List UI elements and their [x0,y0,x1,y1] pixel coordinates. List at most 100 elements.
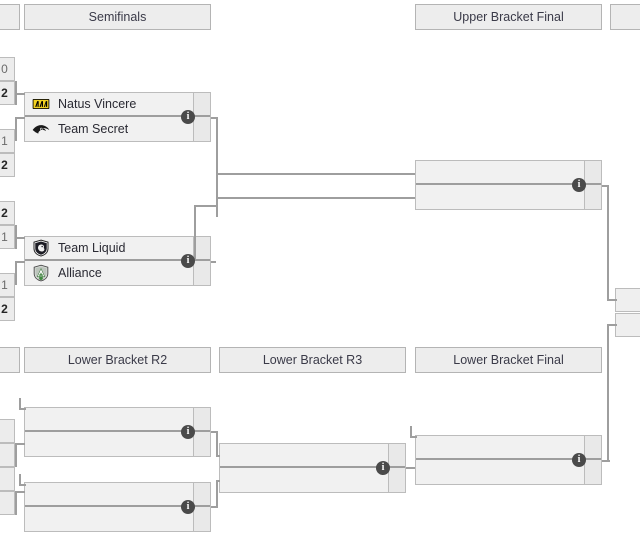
match-score-top[interactable] [584,161,601,183]
match-score-top[interactable] [388,444,405,466]
round-header-upper-bracket-final[interactable]: Upper Bracket Final [415,4,602,30]
connector-lr1-1-horizontal [15,443,25,445]
match-row[interactable] [220,468,405,492]
match-score-bottom[interactable] [193,117,210,141]
connector-ubf-top-feed [216,173,415,175]
match-row[interactable] [25,507,210,531]
match-score-bottom[interactable] [584,185,601,209]
match-grand-final-bottom-partial[interactable] [615,313,640,337]
connector-lr3-to-lbf [406,467,415,469]
connector-ubf-bottom-feed [216,197,415,199]
lower-r1-1-top-score[interactable] [0,419,15,443]
opponent-top[interactable] [416,436,584,458]
match-row[interactable] [25,483,210,507]
match-grand-final-top-partial[interactable] [615,288,640,312]
match-semifinal-2[interactable]: Team Liquid Alliance [24,236,211,286]
match-row[interactable] [416,185,601,209]
match-info-icon[interactable]: i [181,500,195,514]
team-name: Alliance [58,266,102,280]
quarterfinal-1-top-score[interactable]: 0 [0,57,15,81]
opponent-bottom[interactable] [416,460,584,484]
connector-qf1-horizontal [15,93,25,95]
opponent-top[interactable]: Natus Vincere [25,93,193,115]
round-header-semifinals[interactable]: Semifinals [24,4,211,30]
match-lower-bracket-r2-2[interactable] [24,482,211,532]
match-row[interactable] [25,432,210,456]
connector-ubf-drop-to-lbf [410,426,412,438]
opponent-bottom[interactable] [220,468,388,492]
lower-r1-1-bottom-score[interactable] [0,443,15,467]
connector-gf-bottom-feed [607,324,617,326]
lower-r1-2-top-score[interactable] [0,467,15,491]
match-score-top[interactable] [584,436,601,458]
connector-sf2-stub [211,261,216,263]
opponent-bottom[interactable] [25,507,193,531]
opponent-top[interactable] [220,444,388,466]
match-row[interactable]: Team Secret [25,117,210,141]
match-row[interactable] [25,408,210,432]
connector-ubf-drop-to-lbf-stub [410,436,417,438]
round-header-lower-bracket-r3[interactable]: Lower Bracket R3 [219,347,406,373]
match-lower-bracket-r3[interactable] [219,443,406,493]
match-info-icon[interactable]: i [572,178,586,192]
match-score-bottom[interactable] [193,261,210,285]
match-row[interactable]: Alliance [25,261,210,285]
round-header-grand-final-partial[interactable] [610,4,640,30]
match-lower-bracket-final[interactable] [415,435,602,485]
round-header-quarterfinals-partial[interactable] [0,4,20,30]
connector-ub-drop-lr2-2 [19,474,21,486]
match-lower-bracket-r2-1[interactable] [24,407,211,457]
quarterfinal-1-bottom-score[interactable]: 2 [0,81,15,105]
match-score-bottom[interactable] [388,468,405,492]
connector-sf1-to-ubf-vertical [216,117,218,217]
match-score-bottom[interactable] [193,432,210,456]
connector-ubf-to-gf-horizontal [602,185,609,187]
match-score-top[interactable] [193,237,210,259]
match-score-top[interactable] [193,93,210,115]
opponent-bottom[interactable] [25,432,193,456]
round-header-lower-bracket-r1-partial[interactable] [0,347,20,373]
opponent-top[interactable]: Team Liquid [25,237,193,259]
connector-ubf-to-gf-vertical [607,185,609,300]
match-row[interactable] [416,161,601,185]
quarterfinal-2-top-score[interactable]: 1 [0,129,15,153]
connector-ub-drop-lr2-2-stub [19,484,26,486]
opponent-top[interactable] [416,161,584,183]
connector-sf1-to-ubf-horizontal [211,117,218,119]
connector-lbf-to-gf-horizontal [602,460,610,462]
match-score-top[interactable] [193,483,210,505]
match-row[interactable] [416,436,601,460]
quarterfinal-2-bottom-score[interactable]: 2 [0,153,15,177]
round-header-lower-bracket-r2[interactable]: Lower Bracket R2 [24,347,211,373]
match-score-bottom[interactable] [193,507,210,531]
lower-r1-2-bottom-score[interactable] [0,491,15,515]
match-row[interactable] [220,444,405,468]
match-score-bottom[interactable] [584,460,601,484]
quarterfinal-4-bottom-score[interactable]: 2 [0,297,15,321]
opponent-bottom[interactable]: Alliance [25,261,193,285]
match-row[interactable] [416,460,601,484]
opponent-top[interactable] [25,408,193,430]
match-semifinal-1[interactable]: Natus Vincere Team Secret [24,92,211,142]
match-row[interactable]: Team Liquid [25,237,210,261]
match-info-icon[interactable]: i [181,425,195,439]
connector-qf4-horizontal [15,261,25,263]
quarterfinal-3-bottom-score[interactable]: 1 [0,225,15,249]
match-info-icon[interactable]: i [181,254,195,268]
match-info-icon[interactable]: i [181,110,195,124]
connector-lr1-1-vertical [15,443,17,467]
match-row[interactable]: Natus Vincere [25,93,210,117]
opponent-bottom[interactable]: Team Secret [25,117,193,141]
round-header-lower-bracket-final[interactable]: Lower Bracket Final [415,347,602,373]
opponent-top[interactable] [25,483,193,505]
connector-lr2-1-out [211,431,218,433]
match-upper-bracket-final[interactable] [415,160,602,210]
opponent-bottom[interactable] [416,185,584,209]
connector-lr1-2-horizontal [15,491,25,493]
quarterfinal-3-top-score[interactable]: 2 [0,201,15,225]
match-info-icon[interactable]: i [572,453,586,467]
match-info-icon[interactable]: i [376,461,390,475]
quarterfinal-4-top-score[interactable]: 1 [0,273,15,297]
connector-lr2-1-vertical [216,431,218,455]
match-score-top[interactable] [193,408,210,430]
